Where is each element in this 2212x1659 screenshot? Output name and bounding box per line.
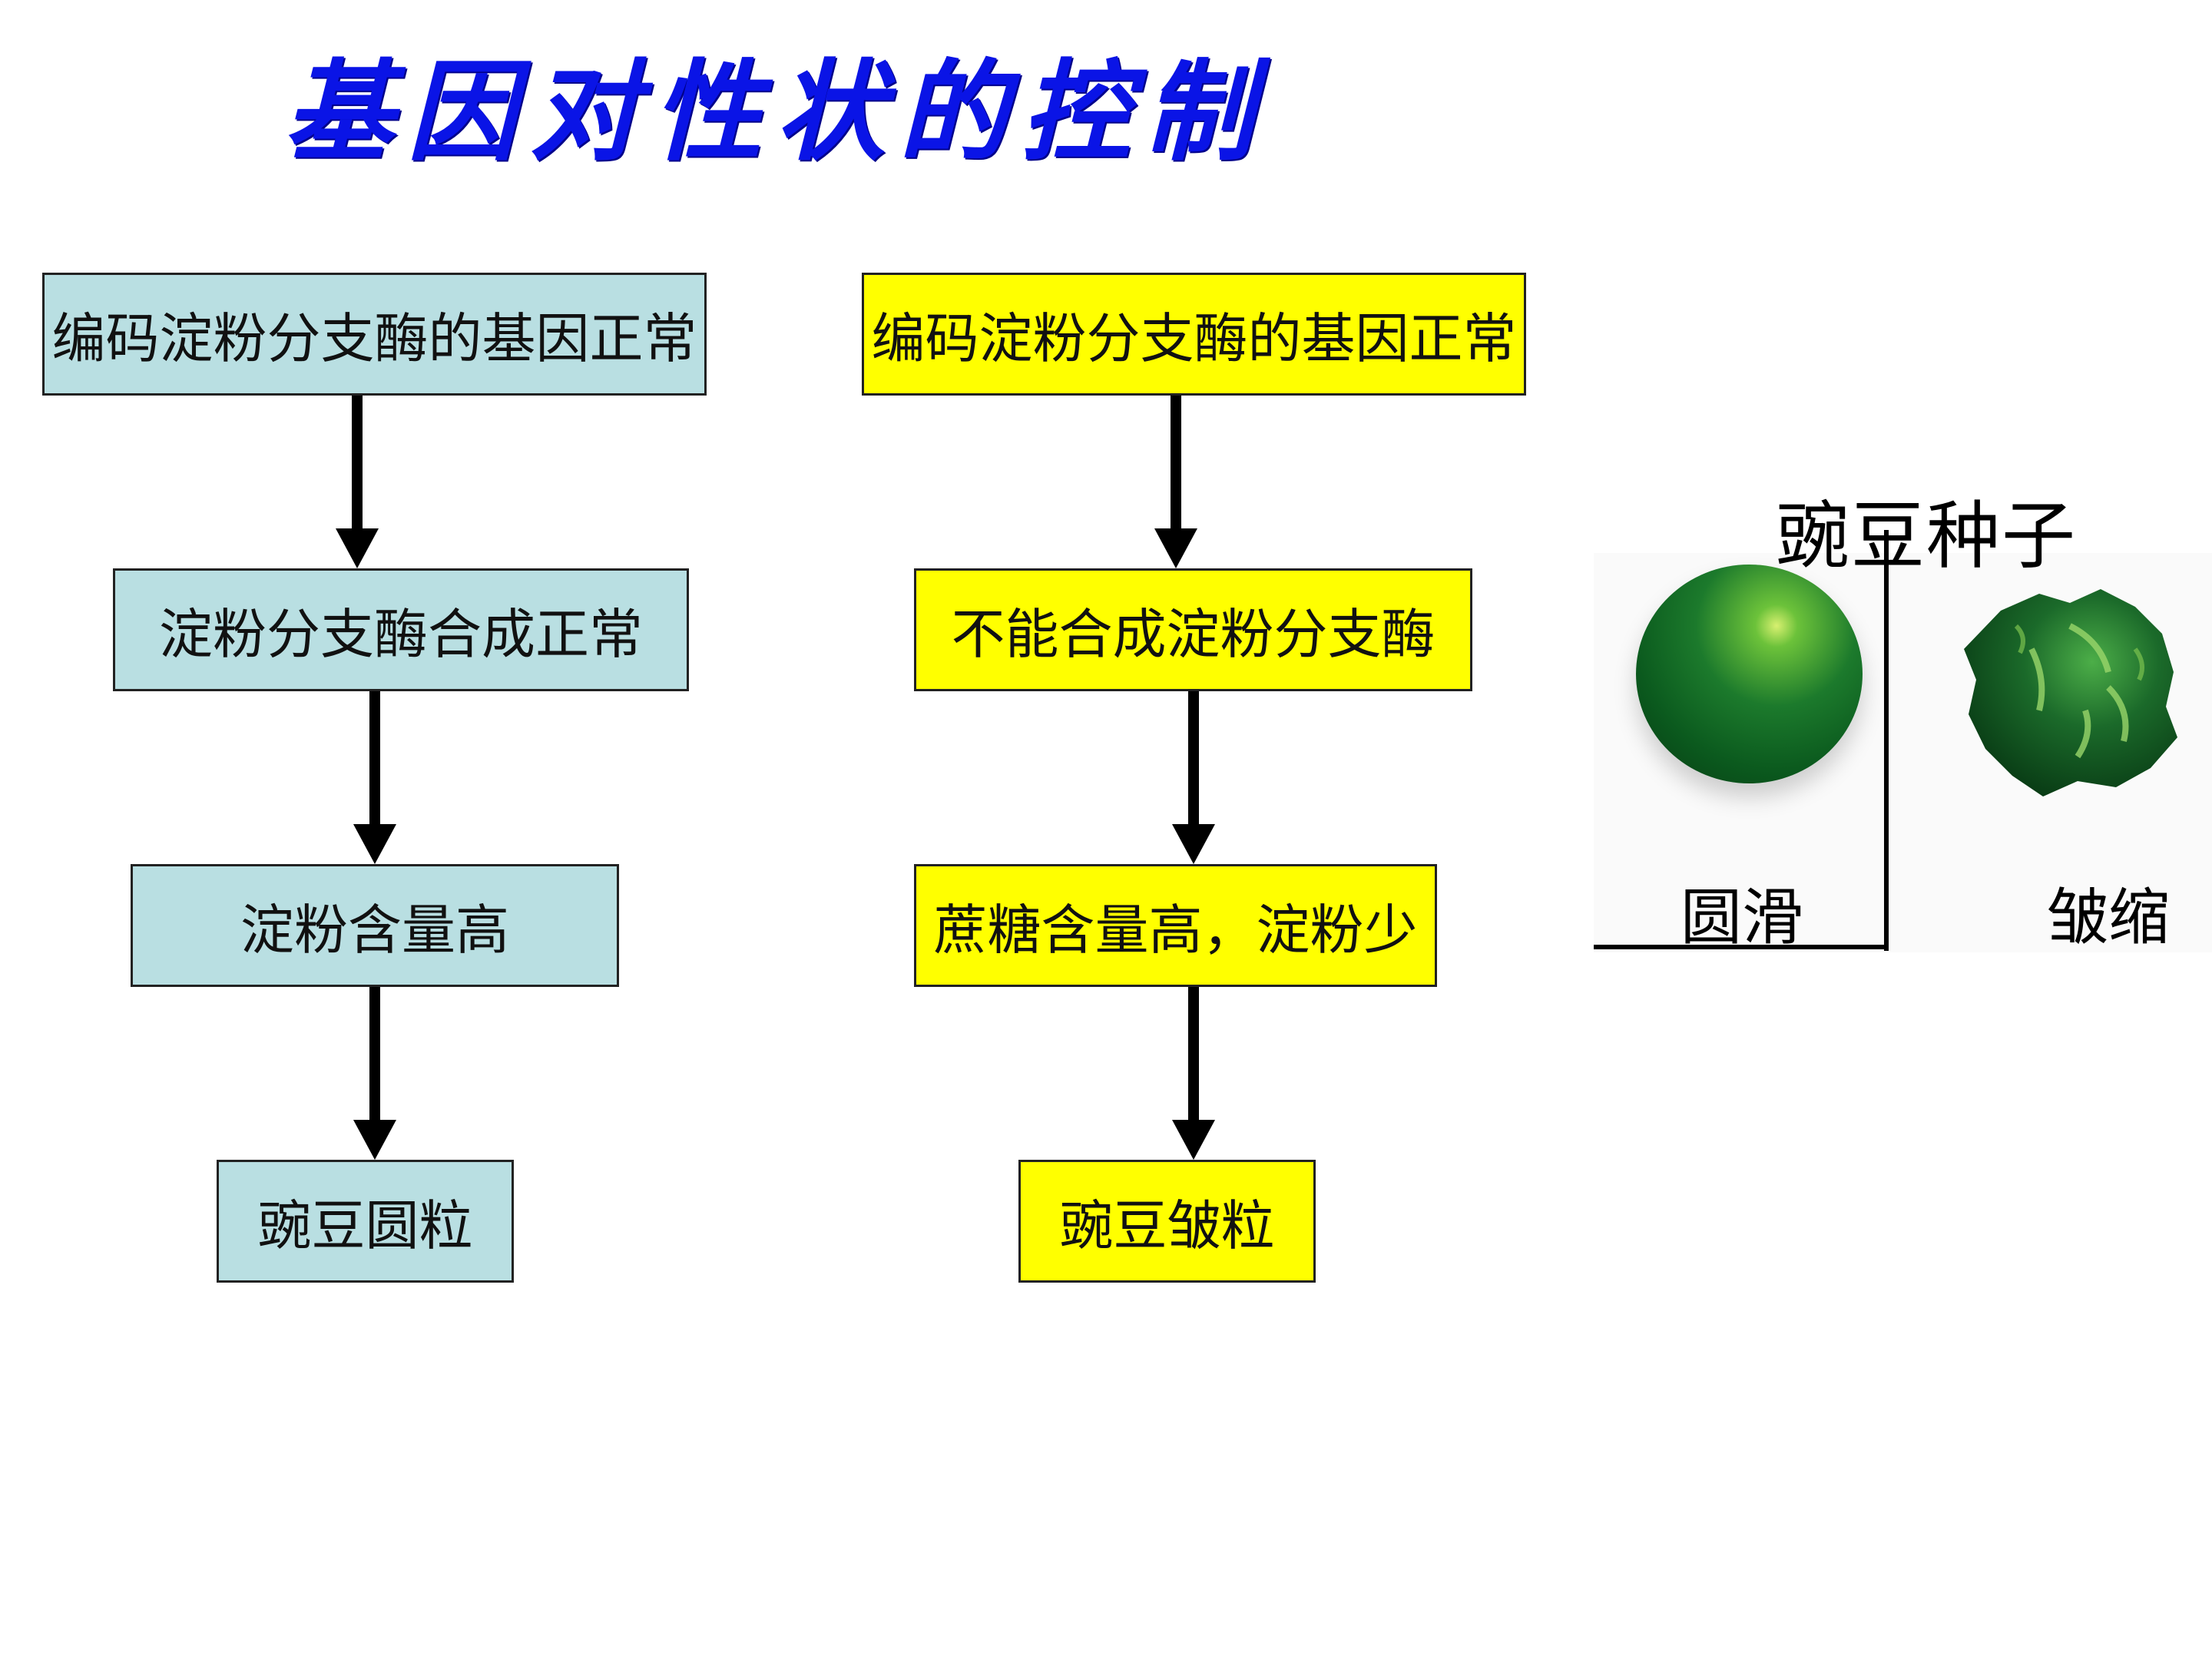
right-step-2-box: 不能合成淀粉分支酶 bbox=[914, 568, 1472, 691]
page-title: 基因对性状的控制 bbox=[284, 49, 1267, 176]
right-step-1-box: 编码淀粉分支酶的基因正常 bbox=[862, 273, 1526, 396]
pea-divider-horizontal bbox=[1594, 945, 1889, 949]
left-step-4-box: 豌豆圆粒 bbox=[217, 1160, 514, 1283]
left-arrow-3 bbox=[352, 987, 398, 1160]
right-step-3-box: 蔗糖含量高，淀粉少 bbox=[914, 864, 1437, 987]
left-step-2-box: 淀粉分支酶合成正常 bbox=[113, 568, 689, 691]
pea-divider-vertical bbox=[1884, 530, 1889, 951]
round-pea-image bbox=[1636, 565, 1863, 783]
wrinkled-pea-image bbox=[1964, 589, 2177, 796]
left-step-3-box: 淀粉含量高 bbox=[131, 864, 619, 987]
round-label: 圆滑 bbox=[1681, 882, 1803, 953]
right-arrow-3 bbox=[1171, 987, 1217, 1160]
right-arrow-2 bbox=[1171, 691, 1217, 864]
left-arrow-1 bbox=[334, 396, 380, 568]
right-arrow-1 bbox=[1153, 396, 1199, 568]
left-arrow-2 bbox=[352, 691, 398, 864]
pea-seed-title: 豌豆种子 bbox=[1776, 493, 2077, 579]
left-step-1-box: 编码淀粉分支酶的基因正常 bbox=[42, 273, 707, 396]
wrinkled-label: 皱缩 bbox=[2047, 882, 2170, 953]
right-step-4-box: 豌豆皱粒 bbox=[1018, 1160, 1316, 1283]
